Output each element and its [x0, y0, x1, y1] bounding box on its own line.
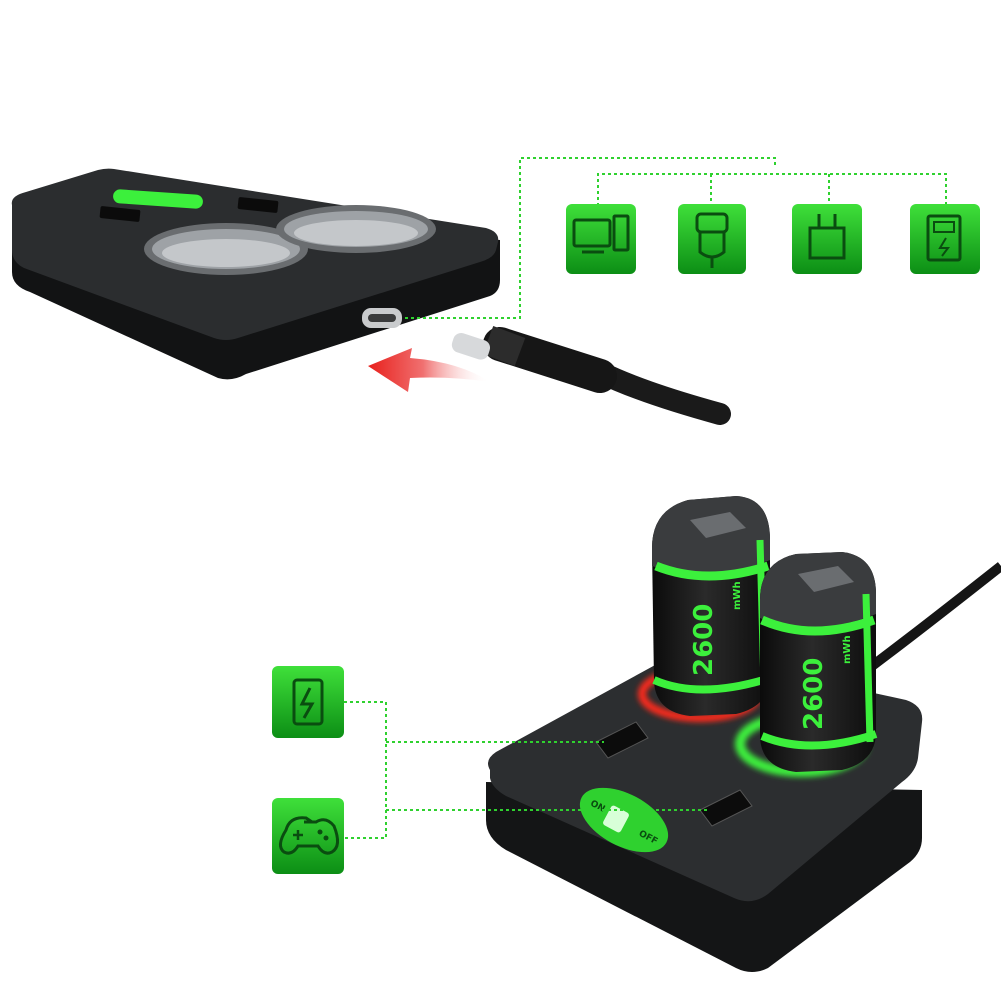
power-cable [868, 562, 1001, 670]
battery-pack-right: 2600 mWh [760, 552, 878, 772]
usb-slot-right [237, 197, 279, 213]
usb-slot-left [99, 206, 141, 222]
charging-station-icon [910, 204, 980, 274]
connector-lines-top [405, 157, 947, 319]
usb-c-plug [451, 333, 491, 360]
power-switch[interactable]: ON OFF [569, 775, 678, 866]
gamepad-icon [272, 798, 344, 874]
usb-c-cable [451, 325, 731, 425]
computer-icon [566, 204, 636, 274]
battery-capacity-left: 2600 [689, 604, 719, 676]
status-led-bar [113, 189, 203, 209]
battery-unit-left: mWh [732, 581, 743, 610]
insert-direction-arrow [368, 348, 490, 392]
battery-charging-icon [272, 666, 344, 738]
connector-lines-bottom [344, 701, 708, 839]
usb-port-a-right [699, 789, 753, 827]
battery-unit-right: mWh [842, 635, 853, 664]
battery-pack-left: 2600 mWh [652, 496, 772, 716]
usb-port-a-left [595, 721, 649, 759]
wall-adapter-icon [792, 204, 862, 274]
top-charger [11, 168, 500, 380]
car-charger-icon [678, 204, 746, 274]
battery-capacity-right: 2600 [799, 658, 829, 730]
